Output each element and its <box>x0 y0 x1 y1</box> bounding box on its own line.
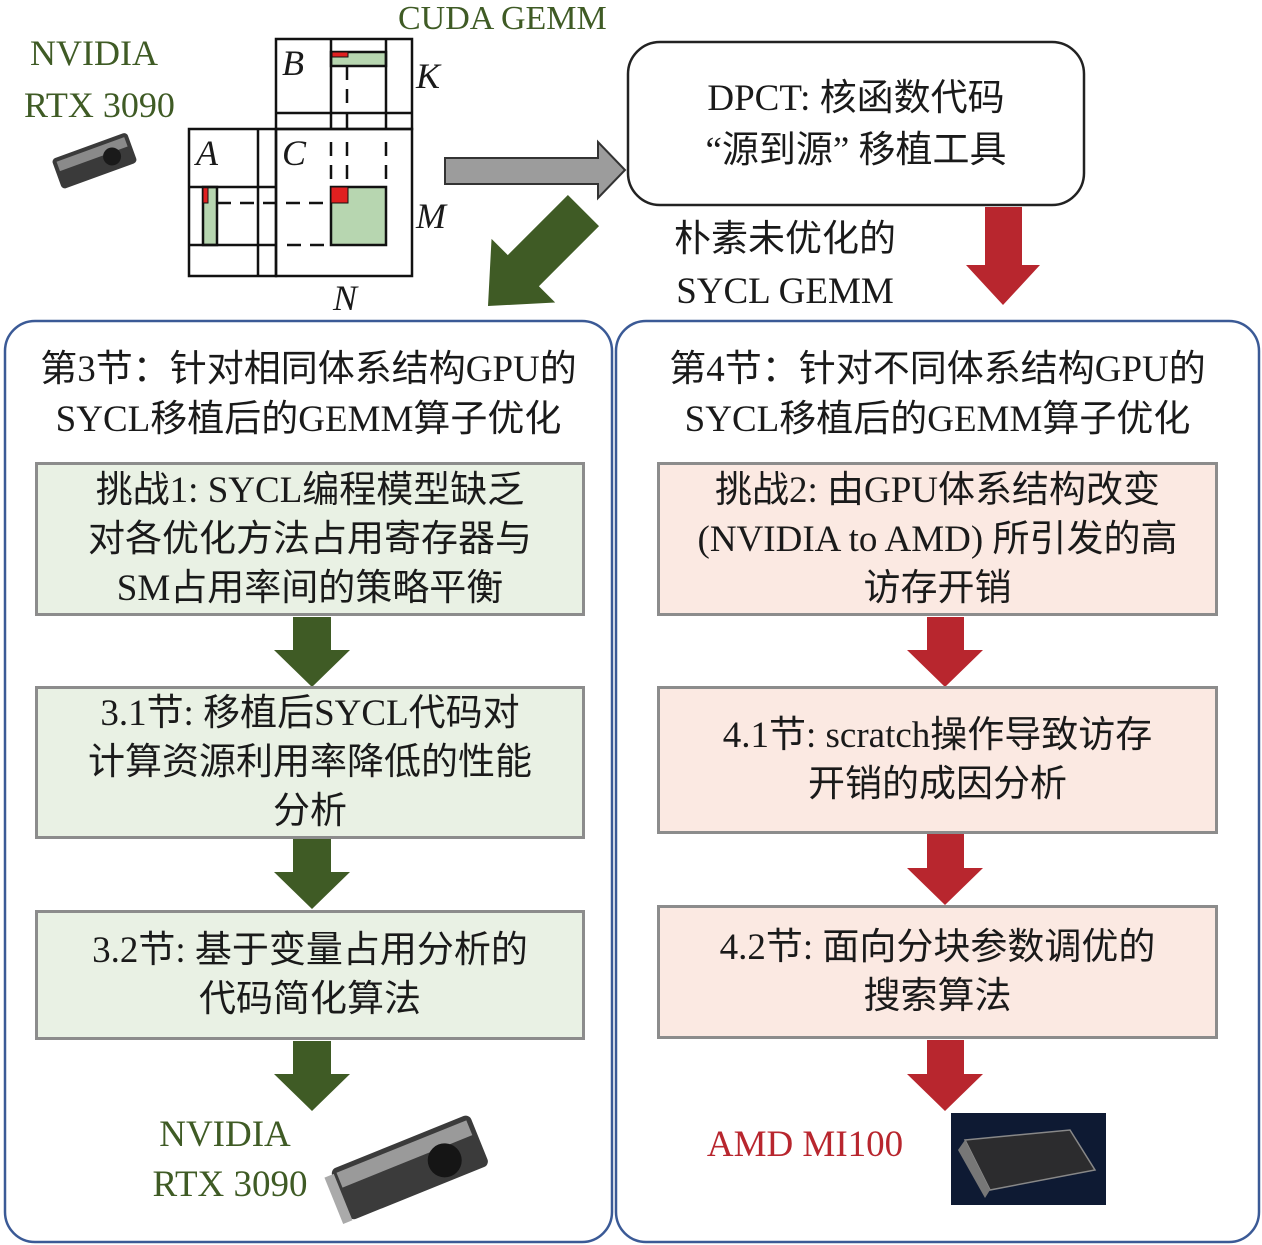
matrix-label-k: K <box>416 56 441 96</box>
box-line: 4.2节: 面向分块参数调优的 <box>719 927 1156 968</box>
dpct-subtitle: “源到源” 移植工具 <box>705 130 1007 171</box>
red-down-arrow <box>907 834 983 905</box>
matrix-label-b: B <box>282 43 304 83</box>
left-panel-title-line2: SYCL移植后的GEMM算子优化 <box>55 399 562 440</box>
source-gpu-model: RTX 3090 <box>24 85 175 125</box>
dpct-title: DPCT: 核函数代码 <box>707 78 1005 119</box>
section-3-1-box: 3.1节: 移植后SYCL代码对 计算资源利用率降低的性能 分析 <box>35 686 585 839</box>
red-down-arrow <box>966 207 1040 305</box>
dpct-box <box>626 40 1086 207</box>
target-gpu-model: RTX 3090 <box>152 1164 308 1205</box>
box-line: 对各优化方法占用寄存器与 <box>88 518 532 560</box>
box-line: 4.1节: scratch操作导致访存 <box>722 715 1153 756</box>
amd-mi100-image <box>951 1113 1106 1205</box>
box-line: 搜索算法 <box>863 976 1012 1017</box>
box-line: 代码简化算法 <box>199 979 421 1020</box>
naive-sycl-gemm-label: SYCL GEMM <box>676 271 894 312</box>
green-down-arrow <box>274 617 350 687</box>
right-panel <box>614 319 1261 1244</box>
section-4-1-box: 4.1节: scratch操作导致访存 开销的成因分析 <box>657 686 1218 834</box>
box-line: 分析 <box>273 791 347 832</box>
green-diagonal-arrow <box>488 194 600 306</box>
source-gpu-name: NVIDIA <box>30 33 158 73</box>
box-line: 计算资源利用率降低的性能 <box>88 742 532 783</box>
right-flow-arrows <box>907 617 983 1111</box>
challenge-1-box: 挑战1: SYCL编程模型缺乏 对各优化方法占用寄存器与 SM占用率间的策略平衡 <box>35 462 585 616</box>
gray-arrow <box>444 139 627 201</box>
box-line: SM占用率间的策略平衡 <box>116 567 504 609</box>
red-down-arrow <box>907 617 983 687</box>
challenge-2-box: 挑战2: 由GPU体系结构改变 (NVIDIA to AMD) 所引发的高 访存… <box>657 462 1218 616</box>
section-3-2-box: 3.2节: 基于变量占用分析的 代码简化算法 <box>35 910 585 1040</box>
box-line: 3.2节: 基于变量占用分析的 <box>92 930 528 971</box>
section-4-2-box: 4.2节: 面向分块参数调优的 搜索算法 <box>657 905 1218 1039</box>
naive-label: 朴素未优化的 <box>674 219 896 260</box>
target-gpu-name: NVIDIA <box>159 1114 291 1155</box>
box-line: 3.1节: 移植后SYCL代码对 <box>100 693 520 734</box>
matrix-label-m: M <box>416 196 446 236</box>
left-panel-title-line1: 第3节：针对相同体系结构GPU的 <box>40 349 577 390</box>
green-down-arrow <box>274 1041 350 1111</box>
box-line: 挑战1: SYCL编程模型缺乏 <box>95 469 525 511</box>
box-line: 挑战2: 由GPU体系结构改变 <box>714 469 1161 511</box>
green-down-arrow <box>274 839 350 909</box>
red-down-arrow <box>907 1040 983 1111</box>
box-line: (NVIDIA to AMD) 所引发的高 <box>697 518 1178 560</box>
amd-target-label: AMD MI100 <box>706 1124 904 1165</box>
gemm-matrix <box>187 37 414 278</box>
left-flow-arrows <box>274 617 350 1111</box>
cuda-gemm-label: CUDA GEMM <box>398 0 607 37</box>
box-line: 开销的成因分析 <box>808 764 1067 805</box>
box-line: 访存开销 <box>863 567 1012 609</box>
right-panel-title-line2: SYCL移植后的GEMM算子优化 <box>684 399 1191 440</box>
nvidia-gpu-image-small <box>52 133 137 189</box>
left-panel <box>3 319 614 1244</box>
matrix-label-n: N <box>333 278 358 318</box>
right-panel-title-line1: 第4节：针对不同体系结构GPU的 <box>669 349 1206 390</box>
matrix-label-c: C <box>282 133 307 173</box>
nvidia-gpu-image <box>324 1115 488 1224</box>
matrix-label-a: A <box>196 133 218 173</box>
